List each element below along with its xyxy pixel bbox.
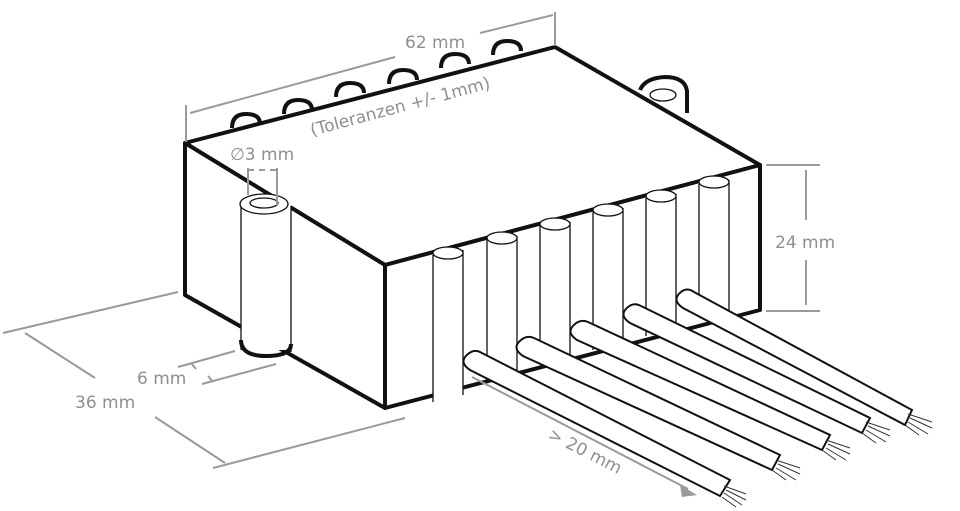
wire-3 bbox=[569, 319, 851, 461]
dim-label-24mm: 24 mm bbox=[775, 233, 835, 253]
wire-5 bbox=[675, 288, 933, 436]
dim-36mm: 36 mm bbox=[2, 291, 406, 469]
dim-label-6mm: 6 mm bbox=[137, 369, 186, 389]
dim-6mm: 6 mm bbox=[137, 350, 277, 389]
dim-24mm: 24 mm bbox=[766, 164, 835, 312]
left-mount-post bbox=[239, 193, 293, 358]
dim-3mm: ∅3 mm bbox=[230, 145, 294, 205]
dim-label-62mm: 62 mm bbox=[405, 33, 465, 53]
dim-20mm: > 20 mm bbox=[471, 376, 697, 497]
wire-1 bbox=[462, 349, 747, 508]
wire-4 bbox=[622, 303, 891, 444]
front-ribs bbox=[432, 175, 730, 402]
wire-2 bbox=[515, 335, 801, 481]
dim-label-36mm: 36 mm bbox=[75, 393, 135, 413]
right-mount-tab bbox=[638, 75, 689, 113]
top-ribs bbox=[230, 39, 523, 129]
dim-label-3mm: ∅3 mm bbox=[230, 145, 294, 165]
wire-leads bbox=[462, 288, 933, 508]
